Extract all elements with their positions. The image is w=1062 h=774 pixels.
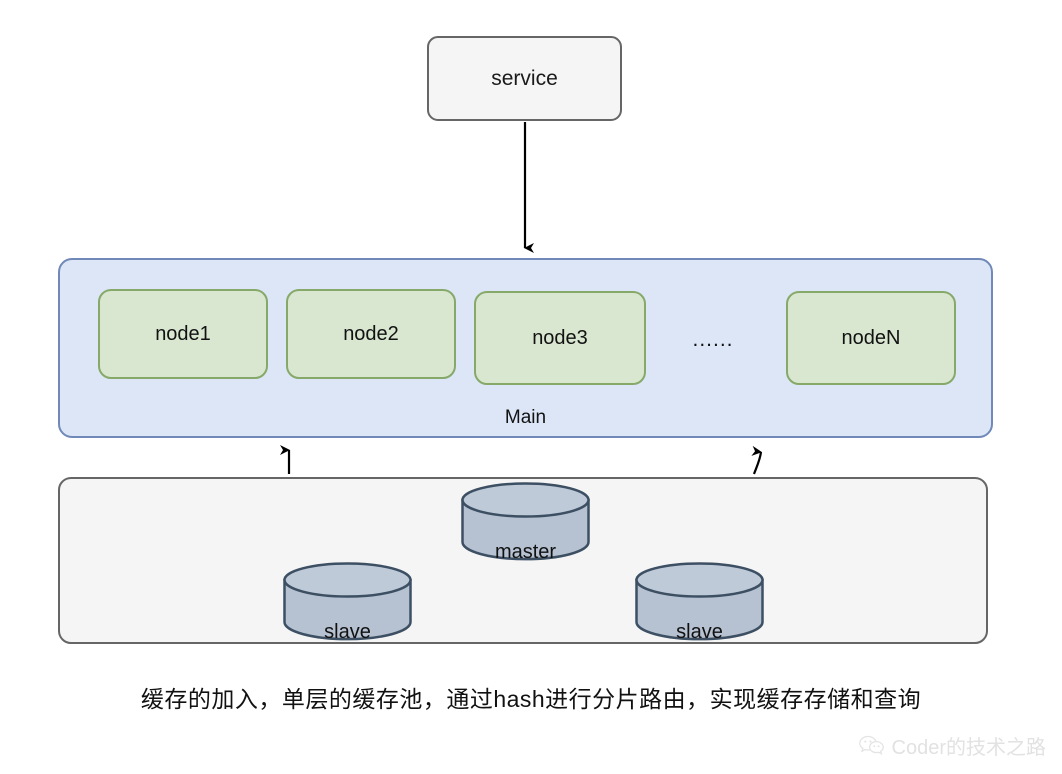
main-pool-label: Main bbox=[504, 407, 547, 428]
cache-node-3[interactable]: node3 bbox=[474, 291, 646, 385]
database-master[interactable]: master bbox=[461, 482, 590, 563]
database-slave-left[interactable]: slave bbox=[283, 562, 412, 643]
cache-node-n[interactable]: nodeN bbox=[786, 291, 956, 385]
service-node[interactable]: service bbox=[427, 36, 622, 121]
service-node-label: service bbox=[491, 66, 558, 90]
caption-text: 缓存的加入，单层的缓存池，通过hash进行分片路由，实现缓存存储和查询 bbox=[140, 686, 922, 712]
watermark: Coder的技术之路 bbox=[858, 731, 1046, 760]
wechat-icon bbox=[858, 735, 885, 757]
cache-node-n-label: nodeN bbox=[841, 326, 901, 349]
watermark-text: Coder的技术之路 bbox=[891, 737, 1046, 759]
cache-node-3-label: node3 bbox=[532, 326, 588, 349]
arrow-storage-to-main-right bbox=[751, 445, 763, 475]
database-slave-right[interactable]: slave bbox=[635, 562, 764, 643]
database-master-label: master bbox=[494, 541, 557, 563]
cache-node-2[interactable]: node2 bbox=[286, 289, 456, 379]
database-slave-left-label: slave bbox=[324, 621, 371, 643]
database-slave-right-label: slave bbox=[676, 621, 723, 643]
nodes-ellipsis: ...... bbox=[692, 328, 734, 351]
cache-node-2-label: node2 bbox=[343, 322, 399, 345]
cache-node-1[interactable]: node1 bbox=[98, 289, 268, 379]
cache-node-1-label: node1 bbox=[155, 322, 211, 345]
